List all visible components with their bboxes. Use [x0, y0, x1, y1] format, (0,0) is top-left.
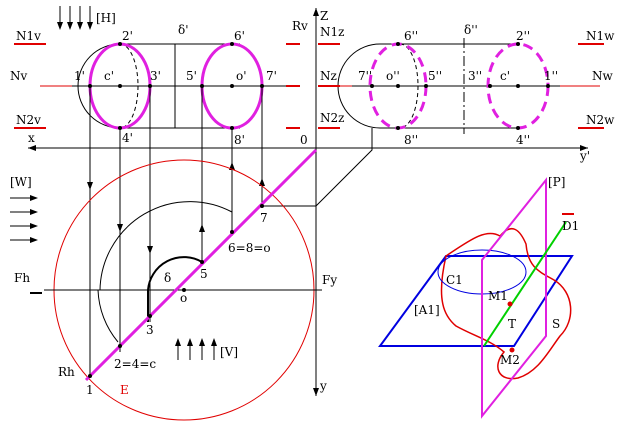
label-op: o' — [236, 69, 247, 83]
label-3: 3 — [146, 323, 154, 337]
label-Rh: Rh — [58, 365, 75, 379]
label-N2w: N2w — [586, 113, 615, 127]
label-delta-p: δ' — [178, 23, 189, 37]
projection-arrows — [87, 162, 265, 254]
section-plane-trace — [84, 148, 318, 382]
label-N1w: N1w — [586, 29, 615, 43]
label-Nz: Nz — [320, 69, 337, 83]
label-D1: D1 — [562, 219, 579, 233]
m-points — [507, 301, 515, 353]
label-5p: 5' — [186, 69, 197, 83]
v-direction-arrows — [175, 338, 217, 360]
label-Z: Z — [320, 9, 328, 23]
label-2pp: 2'' — [516, 29, 530, 43]
label-o: o — [180, 291, 187, 305]
label-delta: δ — [164, 271, 171, 285]
label-C1: C1 — [446, 273, 463, 287]
label-4pp: 4'' — [516, 133, 530, 147]
side-red-ticks — [318, 43, 604, 129]
label-3p: 3' — [150, 69, 161, 83]
top-view-center-arc — [147, 256, 203, 322]
label-1p: 1' — [74, 69, 85, 83]
label-6pp: 6'' — [404, 29, 418, 43]
label-V: [V] — [220, 345, 238, 359]
label-N2z: N2z — [320, 111, 344, 125]
label-cpp: c' — [500, 69, 510, 83]
label-5: 5 — [200, 267, 208, 281]
label-Nv: Nv — [10, 69, 28, 83]
x-axis — [28, 145, 588, 151]
plane-p — [481, 177, 547, 419]
label-6p: 6' — [234, 29, 245, 43]
label-5pp: 5'' — [428, 69, 442, 83]
top-view-hollow-arcs — [97, 201, 233, 343]
label-yprime: y' — [579, 149, 590, 163]
label-Fy: Fy — [322, 273, 337, 287]
label-W: [W] — [10, 175, 32, 189]
label-3pp: 3'' — [468, 69, 482, 83]
label-8p: 8' — [234, 133, 245, 147]
line-d1 — [483, 221, 567, 347]
label-7p: 7' — [266, 69, 277, 83]
front-red-ticks — [14, 43, 300, 129]
w-direction-arrows — [10, 195, 38, 243]
label-Rv: Rv — [292, 19, 308, 33]
label-cp: c' — [104, 69, 114, 83]
label-S: S — [552, 317, 560, 331]
label-2-4-c: 2=4=c — [114, 357, 156, 371]
label-opp: o'' — [386, 69, 400, 83]
label-Fh: Fh — [14, 271, 30, 285]
label-M2: M2 — [500, 353, 520, 367]
h-direction-arrows — [57, 6, 93, 30]
label-T: T — [508, 317, 516, 331]
top-view-points — [88, 204, 264, 378]
label-A1: [A1] — [414, 303, 440, 317]
label-M1: M1 — [488, 289, 508, 303]
label-7pp: 7'' — [358, 69, 372, 83]
label-delta-pp: δ'' — [464, 23, 478, 37]
label-7: 7 — [260, 211, 268, 225]
label-4p: 4' — [122, 131, 133, 145]
labels: [H] N1v Nv N2v x 2' 6' δ' 1' c' 3' 5' o'… — [10, 9, 615, 397]
label-8pp: 8'' — [404, 133, 418, 147]
label-N1v: N1v — [16, 29, 41, 43]
front-view-cylinder — [40, 43, 300, 129]
surface-s-outline — [440, 227, 572, 380]
label-2p: 2' — [122, 29, 133, 43]
plane-a1-parallelogram — [378, 255, 574, 347]
z-y-axis — [313, 8, 319, 396]
label-1: 1 — [86, 383, 94, 397]
label-E: E — [120, 383, 129, 397]
label-N1z: N1z — [320, 25, 344, 39]
side-view-points — [370, 42, 550, 130]
label-6-8-o: 6=8=o — [228, 241, 271, 255]
label-P: [P] — [548, 175, 565, 189]
label-zero: 0 — [300, 133, 308, 147]
label-1pp: 1'' — [544, 69, 558, 83]
label-x: x — [28, 131, 35, 145]
label-y: y — [319, 379, 327, 393]
label-N2v: N2v — [16, 113, 41, 127]
label-Nw: Nw — [592, 69, 614, 83]
label-H: [H] — [96, 11, 116, 25]
